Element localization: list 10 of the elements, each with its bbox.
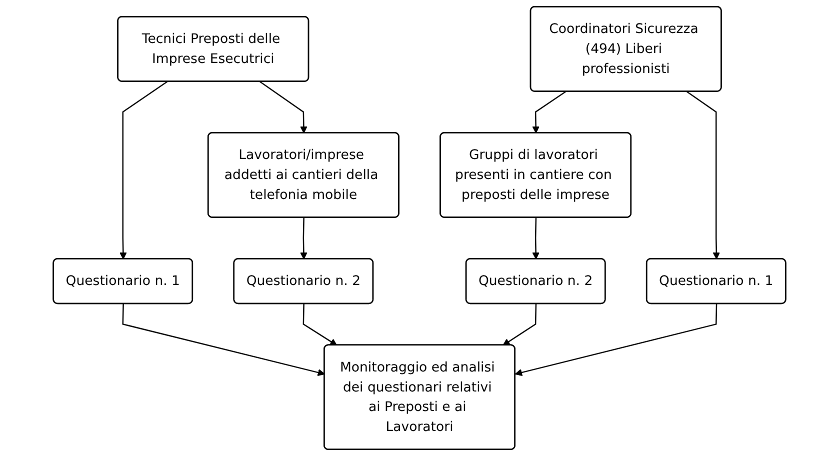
arrow [300, 218, 308, 260]
arrow [532, 91, 566, 134]
arrow [686, 91, 720, 260]
arrow [514, 304, 718, 376]
arrow [120, 81, 168, 260]
arrow [302, 304, 338, 346]
arrow [260, 81, 308, 134]
arrow [532, 218, 540, 260]
arrow [502, 304, 537, 346]
arrow [122, 304, 325, 376]
